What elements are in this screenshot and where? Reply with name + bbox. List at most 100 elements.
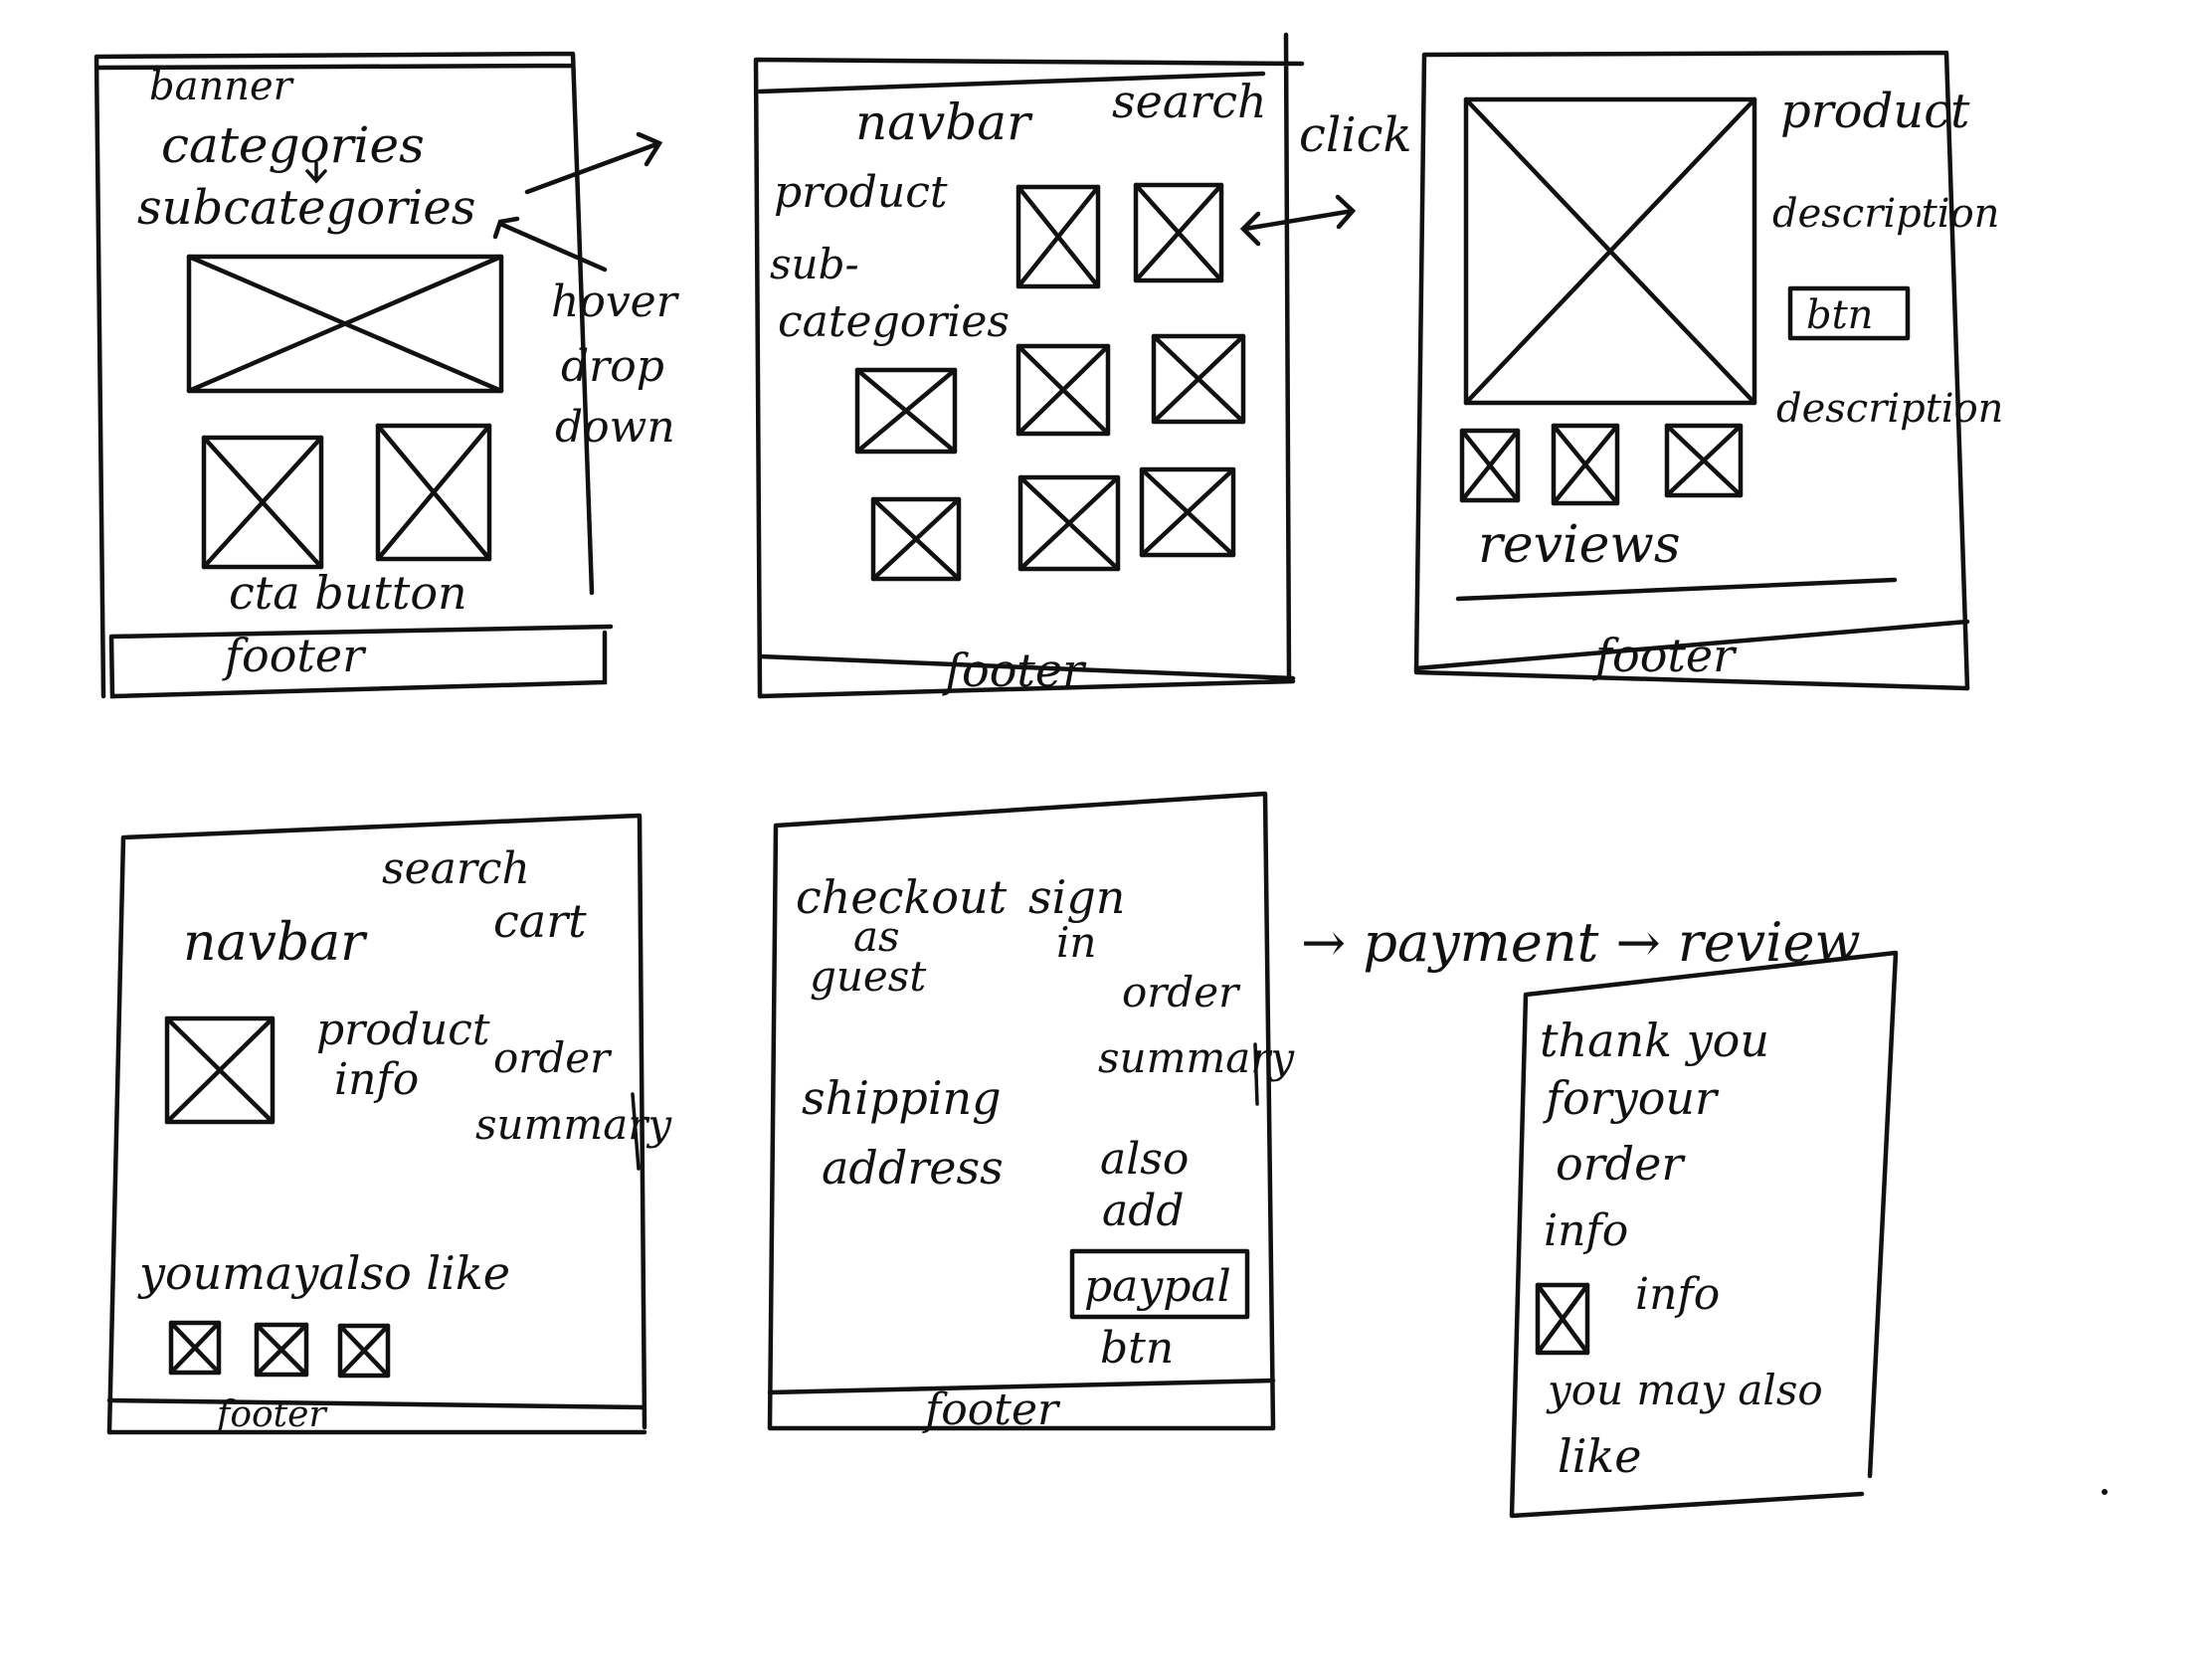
cart-product-image	[164, 1015, 276, 1125]
pen-dot	[2102, 1489, 2108, 1495]
cta-button-label: cta button	[229, 566, 467, 620]
product-thumbnail	[870, 496, 962, 582]
reviews-label: reviews	[1478, 515, 1681, 575]
subcategories-line-2: categories	[778, 296, 1010, 347]
also-add-line-2: add	[1102, 1186, 1185, 1236]
checkout-line-3: guest	[810, 952, 926, 1001]
product-title-label: product	[1780, 84, 1970, 139]
cart-label: cart	[493, 894, 587, 948]
image-placeholder	[375, 423, 492, 562]
recommendation-thumbnail	[337, 1323, 391, 1379]
shipping-line-2: address	[822, 1141, 1004, 1195]
category-footer-bar	[757, 653, 1296, 699]
categories-down-arrow	[305, 161, 327, 184]
cart-footer-label: footer	[214, 1394, 327, 1435]
checkout-line-2: as	[853, 912, 900, 961]
order-item-thumbnail	[1535, 1282, 1590, 1356]
also-add-line-1: also	[1100, 1134, 1189, 1185]
checkout-footer-label: footer	[922, 1384, 1061, 1435]
sign-in-line-1: sign	[1028, 870, 1125, 924]
reviews-divider	[1455, 577, 1898, 602]
you-may-also-like-line-2: like	[1558, 1429, 1642, 1483]
shipping-line-1: shipping	[802, 1071, 1002, 1125]
navbar-label: navbar	[855, 93, 1033, 151]
btn-label: btn	[1806, 292, 1873, 338]
thank-you-line-1: thank you	[1540, 1014, 1769, 1067]
category-frame	[753, 32, 1305, 699]
recommendation-thumbnail	[254, 1322, 309, 1378]
home-footer-bar	[108, 624, 614, 699]
product-thumbnail	[1017, 474, 1121, 572]
thumbnail	[1551, 423, 1620, 506]
click-label: click	[1299, 107, 1412, 163]
product-thumbnail	[854, 367, 958, 455]
checkout-line-1: checkout	[796, 870, 1008, 924]
sketch-product-page: product description btn description revi…	[1413, 50, 2003, 691]
thank-you-line-3: order	[1556, 1137, 1686, 1191]
product-thumbnail	[1015, 184, 1101, 289]
sketch-checkout-page: checkout as guest sign in order summary …	[767, 791, 1295, 1435]
search-label: search	[382, 843, 530, 894]
flow-payment-review-label: → payment → review	[1301, 911, 1861, 974]
thumbnail	[1664, 423, 1744, 498]
order-summary-divider	[631, 1092, 641, 1171]
hero-image-placeholder	[186, 254, 504, 394]
click-arrow	[1239, 194, 1357, 247]
add-button-sketch: btn	[1787, 285, 1911, 341]
hover-note-line-3: down	[555, 402, 675, 453]
sketch-thank-you-page: thank you foryour order info info you ma…	[1509, 950, 1899, 1519]
product-thumbnail	[1133, 182, 1224, 283]
recommendation-thumbnail	[168, 1320, 222, 1376]
paypal-button-sketch: paypal	[1069, 1248, 1250, 1320]
product-info-line-2: info	[334, 1054, 419, 1105]
product-footer-bar	[1413, 619, 1970, 691]
order-item-info-label: info	[1635, 1269, 1720, 1320]
cart-footer-bar	[106, 1397, 647, 1435]
product-info-line-1: product	[316, 1005, 490, 1055]
product-frame	[1413, 50, 1970, 691]
product-thumbnail	[1015, 343, 1111, 437]
description-label-2: description	[1776, 386, 2003, 432]
thankyou-frame	[1509, 950, 1899, 1519]
cart-frame	[106, 813, 647, 1435]
subcategories-label: subcategories	[137, 180, 475, 236]
thank-you-line-2: foryour	[1543, 1071, 1720, 1125]
you-may-also-like-label: youmayalso like	[137, 1246, 510, 1300]
product-thumbnail	[1139, 466, 1236, 558]
banner-label: banner	[149, 64, 295, 109]
order-summary-line-2: summary	[1098, 1033, 1295, 1082]
image-placeholder	[201, 435, 324, 570]
product-footer-label: footer	[1592, 629, 1738, 682]
order-summary-line-1: order	[493, 1033, 613, 1082]
hover-arrow-right	[524, 131, 663, 195]
subcategories-line-1: sub-	[770, 240, 859, 288]
order-summary-divider	[1253, 1042, 1259, 1106]
product-thumbnail	[1151, 333, 1246, 425]
order-summary-line-1: order	[1122, 968, 1241, 1016]
thumbnail	[1459, 428, 1521, 503]
sketch-category-page: navbar search click product sub- categor…	[753, 32, 1412, 699]
home-frame	[93, 51, 595, 699]
order-summary-line-2: summary	[475, 1100, 672, 1149]
sign-in-line-2: in	[1056, 918, 1096, 967]
search-label: search	[1112, 75, 1267, 128]
product-label: product	[774, 167, 948, 218]
category-footer-label: footer	[942, 644, 1087, 697]
hover-arrow-left	[492, 216, 608, 273]
you-may-also-like-line-1: you may also	[1546, 1366, 1823, 1414]
checkout-footer-bar	[767, 1378, 1276, 1431]
home-footer-label: footer	[222, 629, 367, 682]
hover-note-line-1: hover	[551, 276, 680, 327]
sketch-cart-page: search navbar cart product info order su…	[106, 813, 672, 1435]
hover-note-line-2: drop	[561, 341, 664, 392]
checkout-frame	[767, 791, 1276, 1430]
categories-label: categories	[161, 116, 425, 174]
description-label-1: description	[1772, 191, 1999, 237]
navbar-label: navbar	[183, 913, 368, 973]
sketch-home-page: banner categories subcategories hover dr…	[93, 51, 680, 699]
paypal-label: paypal	[1084, 1261, 1231, 1312]
main-product-image	[1463, 96, 1757, 406]
thank-you-line-4: info	[1544, 1205, 1628, 1256]
btn-label: btn	[1100, 1323, 1174, 1374]
